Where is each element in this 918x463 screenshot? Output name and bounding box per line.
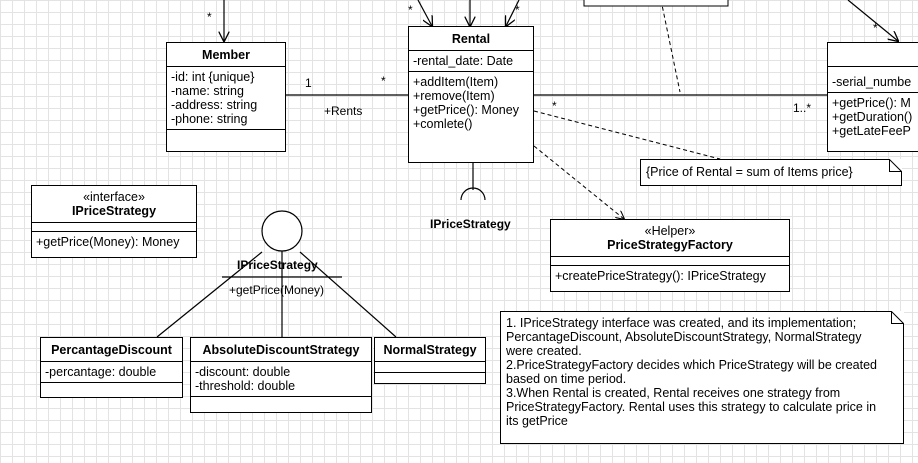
percentage-attr: -percantage: double <box>45 365 157 379</box>
lollipop-label: IPriceStrategy <box>237 258 318 272</box>
iprice-attributes <box>32 222 196 231</box>
explanation-note[interactable]: 1. IPriceStrategy interface was created,… <box>500 311 904 444</box>
lollipop-icon <box>261 210 303 252</box>
factory-attributes <box>551 256 789 265</box>
note-shape <box>500 311 904 444</box>
item-op: +getDuration() <box>832 110 913 124</box>
normal-attributes <box>375 361 485 372</box>
socket-icon <box>460 187 486 201</box>
rental-class[interactable]: Rental -rental_date: Date +addItem(Item)… <box>408 26 534 163</box>
absolute-discount-class[interactable]: AbsoluteDiscountStrategy -discount: doub… <box>190 337 372 413</box>
rental-op: +getPrice(): Money <box>413 103 519 117</box>
normal-class-name: NormalStrategy <box>383 343 477 357</box>
member-attr: -name: string <box>171 84 244 98</box>
factory-name: PriceStrategyFactory <box>607 238 733 252</box>
rental-top-multiplicity-left: * <box>408 3 413 17</box>
item-attributes: -serial_numbe <box>828 66 918 92</box>
rental-top-line-left <box>417 0 432 26</box>
rental-op: +addItem(Item) <box>413 75 499 89</box>
realize-percentage <box>156 251 263 338</box>
explanation-line-1: 1. IPriceStrategy interface was created,… <box>506 316 862 358</box>
iprice-op: +getPrice(Money): Money <box>36 235 180 249</box>
absolute-attr: -threshold: double <box>195 379 296 393</box>
normal-strategy-class[interactable]: NormalStrategy <box>374 337 486 384</box>
rental-factory-dependency <box>533 145 624 219</box>
member-multiplicity: 1 <box>305 76 312 90</box>
iprice-interface-name: IPriceStrategy <box>71 204 157 218</box>
absolute-attr: -discount: double <box>195 365 291 379</box>
rental-operations: +addItem(Item) +remove(Item) +getPrice()… <box>409 71 533 134</box>
item-class[interactable]: -serial_numbe +getPrice(): M +getDuratio… <box>827 42 918 152</box>
socket-label: IPriceStrategy <box>430 217 511 231</box>
explanation-line-2: 2.PriceStrategyFactory decides which Pri… <box>506 358 877 386</box>
iprice-operations: +getPrice(Money): Money <box>32 231 196 252</box>
realize-normal <box>299 251 397 338</box>
rental-attr: -rental_date: Date <box>413 54 514 68</box>
percentage-attributes: -percantage: double <box>41 361 182 382</box>
member-attributes: -id: int {unique} -name: string -address… <box>167 66 285 129</box>
item-operations: +getPrice(): M +getDuration() +getLateFe… <box>828 92 918 141</box>
price-note[interactable]: {Price of Rental = sum of Items price} <box>640 159 902 186</box>
rental-op: +remove(Item) <box>413 89 495 103</box>
rental-note-dashed <box>533 110 721 160</box>
note-shape <box>640 159 902 186</box>
member-class-name: Member <box>202 48 250 62</box>
factory-header: «Helper» PriceStrategyFactory <box>551 220 789 256</box>
lollipop-operation: +getPrice(Money) <box>229 283 325 297</box>
iprice-interface-class[interactable]: «interface» IPriceStrategy +getPrice(Mon… <box>31 185 197 258</box>
absolute-attributes: -discount: double -threshold: double <box>191 361 371 396</box>
item-multiplicity: 1..* <box>793 101 812 115</box>
rental-item-multiplicity: * <box>552 99 557 113</box>
rents-label: +Rents <box>324 104 363 118</box>
percentage-discount-class[interactable]: PercantageDiscount -percantage: double <box>40 337 183 398</box>
item-op: +getPrice(): M <box>832 96 911 110</box>
factory-op: +createPriceStrategy(): IPriceStrategy <box>555 269 766 283</box>
absolute-class-name: AbsoluteDiscountStrategy <box>202 343 360 357</box>
factory-class[interactable]: «Helper» PriceStrategyFactory +createPri… <box>550 219 790 292</box>
rental-attributes: -rental_date: Date <box>409 50 533 71</box>
factory-operations: +createPriceStrategy(): IPriceStrategy <box>551 265 789 286</box>
member-class[interactable]: Member -id: int {unique} -name: string -… <box>166 42 286 152</box>
top-note-dashed <box>660 0 681 93</box>
item-attr: -serial_numbe <box>832 75 912 89</box>
rental-class-name: Rental <box>451 32 491 46</box>
item-op: +getLateFeeP <box>832 124 911 138</box>
percentage-operations <box>41 382 182 393</box>
member-operations <box>167 129 285 142</box>
rental-top-line-right <box>506 0 520 26</box>
member-attr: -phone: string <box>171 112 248 126</box>
normal-operations <box>375 372 485 383</box>
factory-stereotype: «Helper» <box>644 224 696 238</box>
rental-multiplicity: * <box>381 74 386 88</box>
rental-top-multiplicity-right: * <box>515 3 520 17</box>
item-top-multiplicity: * <box>873 21 878 35</box>
member-attr: -id: int {unique} <box>171 70 255 84</box>
top-note-edge <box>583 0 729 7</box>
iprice-stereotype: «interface» <box>83 190 145 204</box>
price-note-text: {Price of Rental = sum of Items price} <box>646 165 853 179</box>
rental-op: +comlete() <box>413 117 473 131</box>
member-attr: -address: string <box>171 98 258 112</box>
iprice-interface-header: «interface» IPriceStrategy <box>32 186 196 222</box>
absolute-operations <box>191 396 371 407</box>
item-top-line <box>847 0 898 41</box>
percentage-class-name: PercantageDiscount <box>51 343 172 357</box>
member-top-multiplicity: * <box>207 10 212 24</box>
explanation-line-3: 3.When Rental is created, Rental receive… <box>506 386 877 428</box>
item-class-name <box>828 43 918 66</box>
